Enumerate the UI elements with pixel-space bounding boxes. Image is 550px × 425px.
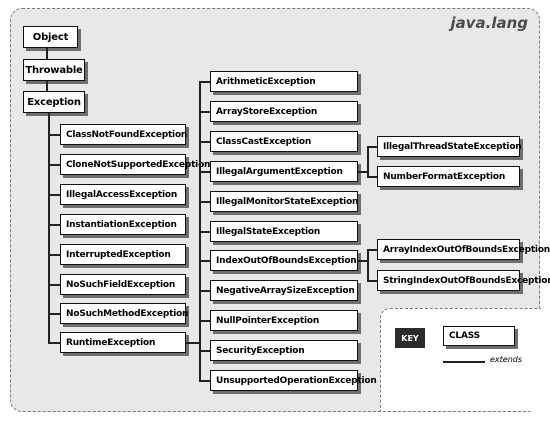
class-box: NoSuchFieldException (60, 274, 186, 295)
key-extends-line (443, 361, 485, 363)
package-name: java.lang (450, 14, 528, 32)
edge-index-child (367, 280, 377, 282)
class-box: CloneNotSupportedException (60, 154, 210, 175)
class-box: NoSuchMethodException (60, 303, 189, 324)
edge-illegal-argument-trunk (367, 146, 369, 177)
edge-runtime-child (199, 260, 210, 262)
edge-runtime-child (199, 380, 210, 382)
edge-runtime-child (199, 290, 210, 292)
edge-exception-child (48, 284, 60, 286)
class-box: StringIndexOutOfBoundsException (377, 270, 550, 291)
edge-illegal-argument-child (367, 146, 377, 148)
edge-illegal-argument-child (367, 176, 377, 178)
edge-runtime-child (199, 111, 210, 113)
key-extends-label: extends (490, 355, 523, 364)
edge-exception-child (48, 313, 60, 315)
class-index-out-of-bounds-exception: IndexOutOfBoundsException (210, 250, 358, 271)
edge-index-link (358, 260, 368, 262)
class-box: IllegalStateException (210, 221, 358, 242)
edge-runtime-child (199, 171, 210, 173)
key-legend (380, 308, 541, 411)
class-box: ClassNotFoundException (60, 124, 187, 145)
edge-exception-child (48, 164, 60, 166)
class-box: NullPointerException (210, 310, 358, 331)
edge-exception-child (48, 194, 60, 196)
class-box: IllegalThreadStateException (377, 136, 522, 157)
edge-exception-child (48, 342, 60, 344)
class-box: InstantiationException (60, 214, 186, 235)
class-box: ArrayStoreException (210, 101, 358, 122)
class-box: UnsupportedOperationException (210, 370, 377, 391)
class-box: IllegalMonitorStateException (210, 191, 358, 212)
class-exception: Exception (23, 91, 85, 113)
edge-runtime-child (199, 350, 210, 352)
edge-object-throwable (46, 48, 48, 59)
edge-runtime-trunk-link (186, 342, 200, 344)
edge-index-trunk (367, 249, 369, 281)
edge-throwable-exception (46, 81, 48, 91)
key-label: KEY (395, 328, 425, 348)
edge-runtime-child (199, 231, 210, 233)
class-box: ClassCastException (210, 131, 358, 152)
edge-runtime-child (199, 141, 210, 143)
edge-exception-child (48, 224, 60, 226)
class-illegal-argument-exception: IllegalArgumentException (210, 161, 358, 182)
edge-runtime-child (199, 81, 210, 83)
class-runtime-exception: RuntimeException (60, 332, 186, 353)
edge-exception-child (48, 134, 60, 136)
class-box: ArithmeticException (210, 71, 358, 92)
edge-index-child (367, 249, 377, 251)
class-box: NumberFormatException (377, 166, 520, 187)
edge-exception-trunk (48, 113, 50, 343)
edge-runtime-child (199, 201, 210, 203)
class-box: SecurityException (210, 340, 358, 361)
class-box: ArrayIndexOutOfBoundsException (377, 239, 550, 260)
edge-illegal-argument-link (358, 171, 368, 173)
edge-runtime-child (199, 320, 210, 322)
class-object: Object (23, 26, 78, 48)
class-box: InterruptedException (60, 244, 186, 265)
class-box: NegativeArraySizeException (210, 280, 358, 301)
key-class-sample: CLASS (443, 326, 515, 346)
edge-exception-child (48, 254, 60, 256)
class-throwable: Throwable (23, 59, 85, 81)
class-box: IllegalAccessException (60, 184, 186, 205)
